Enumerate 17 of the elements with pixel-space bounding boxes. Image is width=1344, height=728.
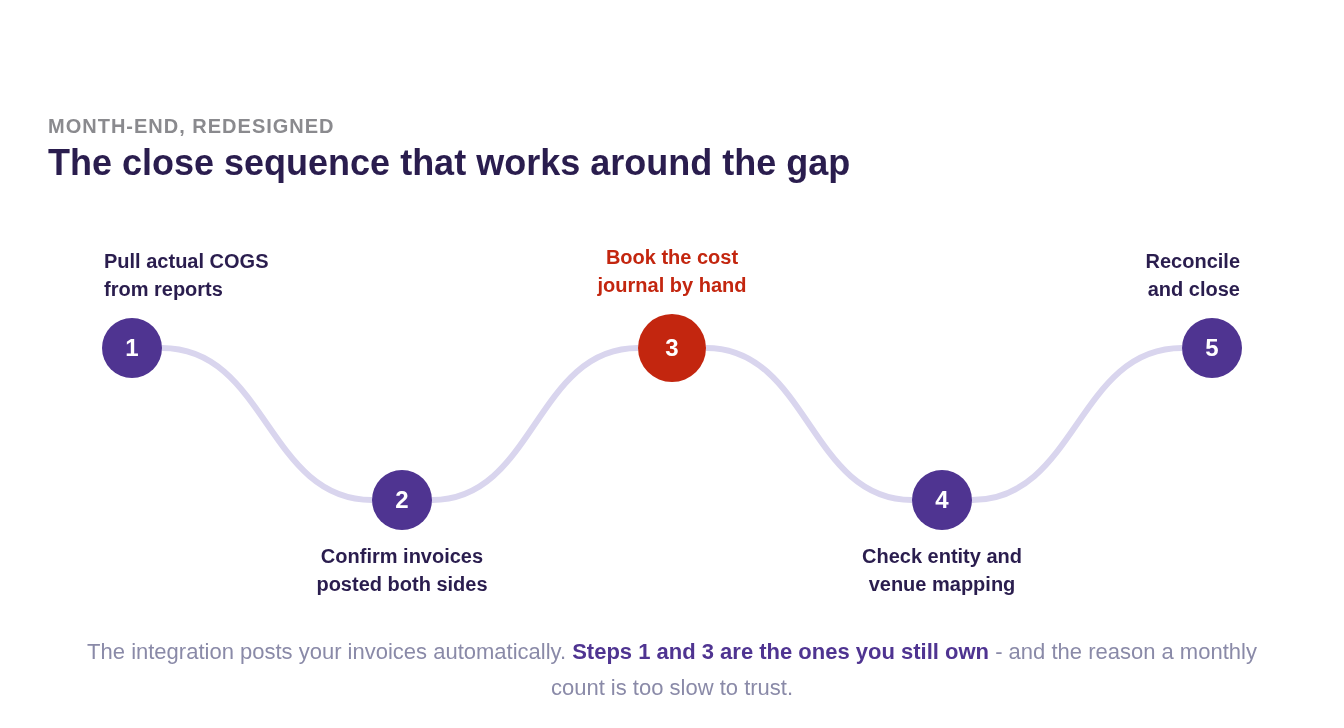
wave-connector bbox=[971, 345, 1183, 503]
step-circle: 4 bbox=[912, 470, 972, 530]
step-label: Book the cost journal by hand bbox=[596, 245, 748, 298]
step-label: Reconcile and close bbox=[1144, 249, 1240, 302]
step-circle: 1 bbox=[102, 318, 162, 378]
wave-connector bbox=[431, 345, 639, 503]
step-circle: 3 bbox=[638, 314, 706, 382]
step-label: Pull actual COGS from reports bbox=[104, 249, 270, 302]
wave-connector bbox=[161, 345, 373, 503]
eyebrow-heading: MONTH-END, REDESIGNED bbox=[48, 115, 335, 138]
title: The close sequence that works around the gap bbox=[48, 142, 851, 184]
wave-connector bbox=[705, 345, 913, 503]
step-circle: 5 bbox=[1182, 318, 1242, 378]
step-label: Confirm invoices posted both sides bbox=[315, 544, 489, 597]
caption: The integration posts your invoices automatically. Steps 1 and 3 are the ones you still own - and the reason a monthly count is too slow to trust. bbox=[86, 638, 1258, 702]
step-circle: 2 bbox=[372, 470, 432, 530]
step-label: Check entity and venue mapping bbox=[860, 544, 1023, 597]
